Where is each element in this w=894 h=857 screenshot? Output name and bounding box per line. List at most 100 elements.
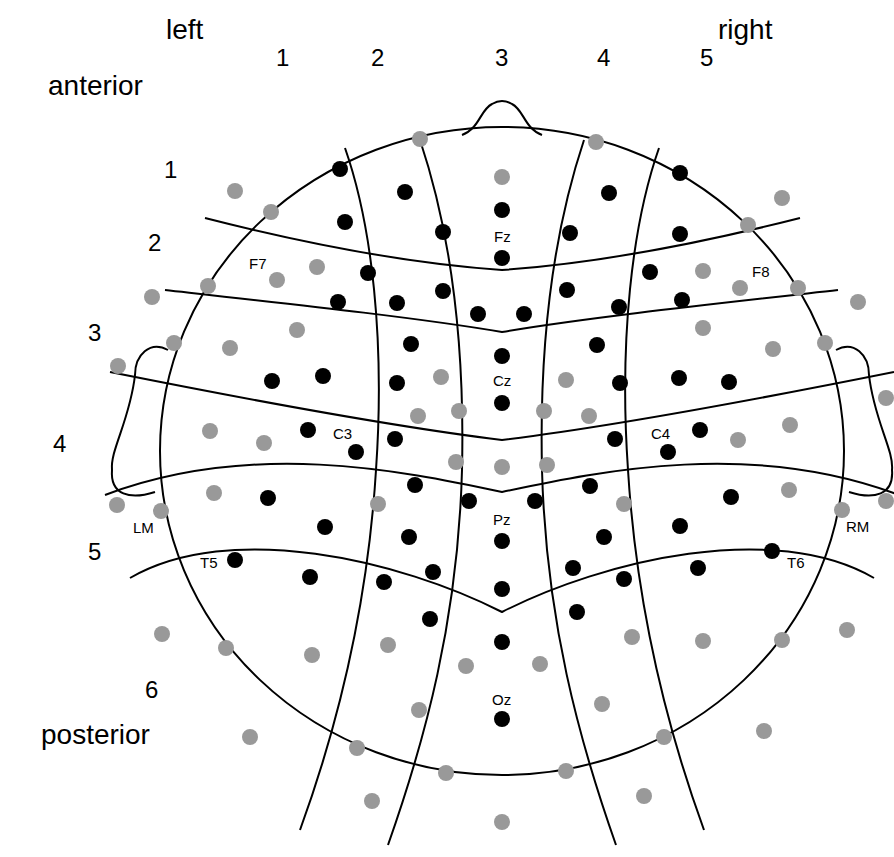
grey-electrode [558,372,574,388]
grey-electrode [144,289,160,305]
grey-electrode [536,403,552,419]
direction-label: posterior [41,720,150,751]
black-electrode [569,604,585,620]
column-number: 3 [495,45,508,71]
grey-electrode [558,763,574,779]
column-number: 4 [597,45,610,71]
column-number: 5 [700,45,713,71]
black-electrode [692,422,708,438]
grey-electrode [730,432,746,448]
grey-electrode [289,322,305,338]
black-electrode [516,306,532,322]
nose-outline [462,101,542,135]
black-electrode [348,444,364,460]
grey-electrode [218,640,234,656]
black-electrode [264,373,280,389]
grey-electrode [588,134,604,150]
grey-electrode [695,263,711,279]
grey-electrode [878,390,894,406]
grey-electrode [878,493,894,509]
grey-electrode [364,793,380,809]
grey-electrode [370,496,386,512]
black-electrode [674,292,690,308]
electrode-name: RM [846,519,869,536]
row-number: 4 [53,431,66,457]
grey-electrode [765,341,781,357]
black-electrode [435,224,451,240]
black-electrode [611,299,627,315]
electrode-name: F8 [752,264,770,281]
grey-electrode [774,190,790,206]
grey-electrode [539,457,555,473]
grey-electrode [695,633,711,649]
black-electrode [337,214,353,230]
black-electrode [672,165,688,181]
black-electrode [721,374,737,390]
black-electrode [562,225,578,241]
electrode-name: C4 [651,426,670,443]
black-electrode [672,518,688,534]
column-number: 2 [371,45,384,71]
black-electrode [317,519,333,535]
grey-electrode [109,497,125,513]
row-number: 6 [145,677,158,703]
black-electrode [494,250,510,266]
black-electrode [494,202,510,218]
grey-electrode [451,403,467,419]
black-electrode [227,552,243,568]
black-electrode [300,422,316,438]
grey-electrode [433,369,449,385]
grey-electrode [594,696,610,712]
black-electrode [616,571,632,587]
grey-electrode [458,658,474,674]
black-electrode [565,560,581,576]
grey-electrode [309,259,325,275]
electrode-name: Fz [494,229,511,246]
grey-electrode [200,278,216,294]
black-electrode [494,533,510,549]
black-electrode [527,493,543,509]
black-electrode [494,395,510,411]
grey-electrode [269,272,285,288]
black-electrode [260,490,276,506]
black-electrode [422,611,438,627]
grey-electrode [448,454,464,470]
column-number: 1 [276,45,289,71]
black-electrode [401,529,417,545]
black-electrode [494,711,510,727]
black-electrode [672,226,688,242]
grey-electrode [817,335,833,351]
electrode-name: C3 [333,426,352,443]
region-line [388,140,462,845]
grey-electrode [616,496,632,512]
region-line [130,549,874,612]
black-electrode [601,185,617,201]
black-electrode [389,375,405,391]
direction-label: left [166,15,203,46]
black-electrode [315,368,331,384]
black-electrode [559,282,575,298]
row-number: 1 [164,157,177,183]
grey-electrode [850,294,866,310]
grey-electrode [380,637,396,653]
direction-label: right [718,15,772,46]
grey-electrode [782,417,798,433]
electrode-name: Oz [492,692,511,709]
grey-electrode [410,408,426,424]
black-electrode [389,295,405,311]
grey-electrode [834,502,850,518]
black-electrode [596,529,612,545]
region-line [542,140,616,845]
black-electrode [494,348,510,364]
black-electrode [397,184,413,200]
grey-electrode [412,131,428,147]
black-electrode [470,306,486,322]
black-electrode [332,161,348,177]
electrode-name: F7 [249,256,267,273]
grey-electrode [494,814,510,830]
black-electrode [642,264,658,280]
grey-electrode [732,280,748,296]
grey-electrode [349,740,365,756]
electrode-name: Pz [493,512,511,529]
